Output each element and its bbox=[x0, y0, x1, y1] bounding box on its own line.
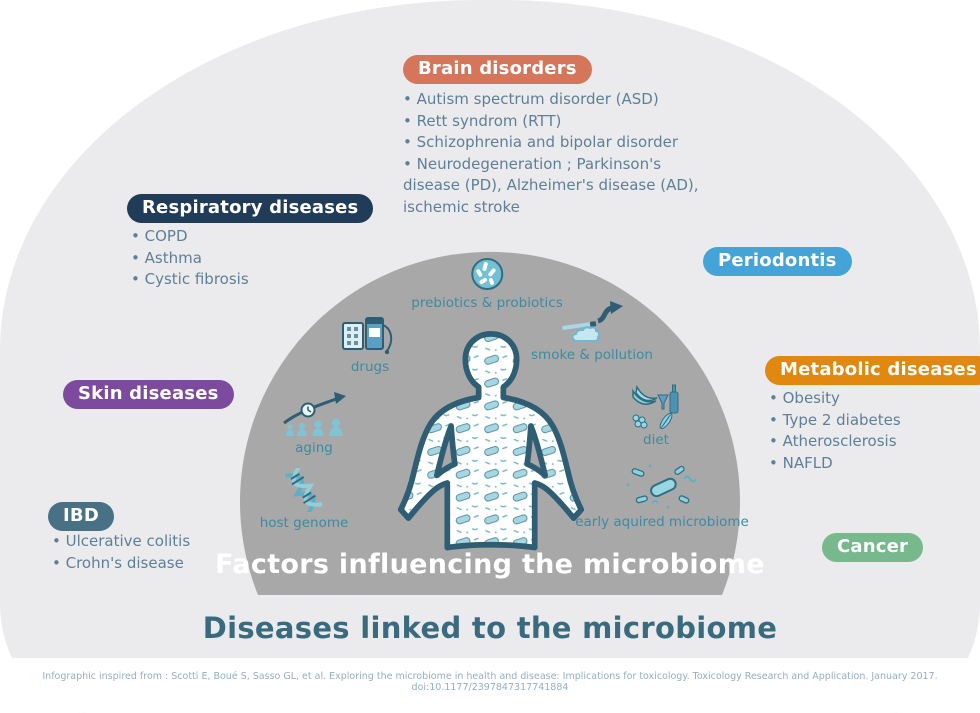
factor-diet: diet bbox=[628, 383, 684, 448]
pill-metabolic-diseases: Metabolic diseases bbox=[765, 356, 980, 385]
factors-title: Factors influencing the microbiome bbox=[215, 549, 765, 580]
pill-skin-diseases: Skin diseases bbox=[63, 380, 234, 409]
factor-label: drugs bbox=[350, 359, 390, 375]
pill-respiratory-diseases: Respiratory diseases bbox=[127, 194, 374, 223]
list-item: Crohn's disease bbox=[52, 553, 190, 575]
factor-early-microbiome: early aquired microbiome bbox=[575, 463, 749, 530]
factor-aging: aging bbox=[282, 391, 346, 456]
metabolic-diseases-list: Obesity Type 2 diabetes Atherosclerosis … bbox=[769, 388, 901, 474]
factor-label: host genome bbox=[259, 515, 349, 531]
list-item: Ulcerative colitis bbox=[52, 531, 191, 553]
bacteria-circle-icon bbox=[470, 258, 503, 290]
list-item: Atherosclerosis bbox=[769, 431, 901, 453]
list-item: Obesity bbox=[769, 388, 901, 410]
list-item: Cystic fibrosis bbox=[131, 269, 249, 291]
list-item: Rett syndrom (RTT) bbox=[403, 111, 705, 133]
citation-text: Infographic inspired from : Scotti E, Bo… bbox=[42, 671, 938, 693]
pill-brain-disorders: Brain disorders bbox=[403, 55, 592, 84]
list-item: Schizophrenia and bipolar disorder bbox=[403, 132, 705, 154]
pill-ibd: IBD bbox=[48, 502, 114, 531]
ibd-list: Ulcerative colitis Crohn's disease bbox=[52, 531, 191, 575]
list-item: Type 2 diabetes bbox=[769, 410, 901, 432]
factor-drugs: drugs bbox=[342, 314, 398, 375]
factor-smoke: smoke & pollution bbox=[531, 300, 653, 363]
factor-prebiotics: prebiotics & probiotics bbox=[411, 256, 563, 311]
list-item: Asthma bbox=[131, 248, 249, 270]
food-wine-fruit-icon bbox=[632, 384, 679, 429]
factor-label: smoke & pollution bbox=[531, 347, 653, 363]
brain-disorders-list: Autism spectrum disorder (ASD) Rett synd… bbox=[403, 89, 705, 218]
factor-label: aging bbox=[295, 440, 333, 456]
list-item: Autism spectrum disorder (ASD) bbox=[403, 89, 705, 111]
growth-arrow-clock-people-icon bbox=[283, 392, 346, 436]
diseases-title: Diseases linked to the microbiome bbox=[202, 611, 778, 645]
factor-genome: host genome bbox=[259, 468, 349, 531]
factor-label: prebiotics & probiotics bbox=[411, 295, 563, 311]
list-item: NAFLD bbox=[769, 453, 901, 475]
factor-label: early aquired microbiome bbox=[575, 514, 749, 530]
cigarette-smoke-cloud-icon bbox=[562, 301, 623, 342]
respiratory-diseases-list: COPD Asthma Cystic fibrosis bbox=[131, 226, 249, 291]
medicine-blister-box-icon bbox=[342, 317, 393, 355]
pill-periodontis: Periodontis bbox=[703, 247, 852, 276]
factor-label: diet bbox=[643, 432, 669, 448]
dna-helix-icon bbox=[285, 468, 323, 512]
pill-cancer: Cancer bbox=[822, 533, 924, 562]
scattered-bacteria-icon bbox=[626, 464, 697, 509]
footer-band bbox=[0, 658, 980, 713]
human-figure bbox=[397, 331, 585, 551]
list-item: COPD bbox=[131, 226, 249, 248]
list-item: Neurodegeneration ; Parkinson's disease … bbox=[403, 154, 705, 219]
